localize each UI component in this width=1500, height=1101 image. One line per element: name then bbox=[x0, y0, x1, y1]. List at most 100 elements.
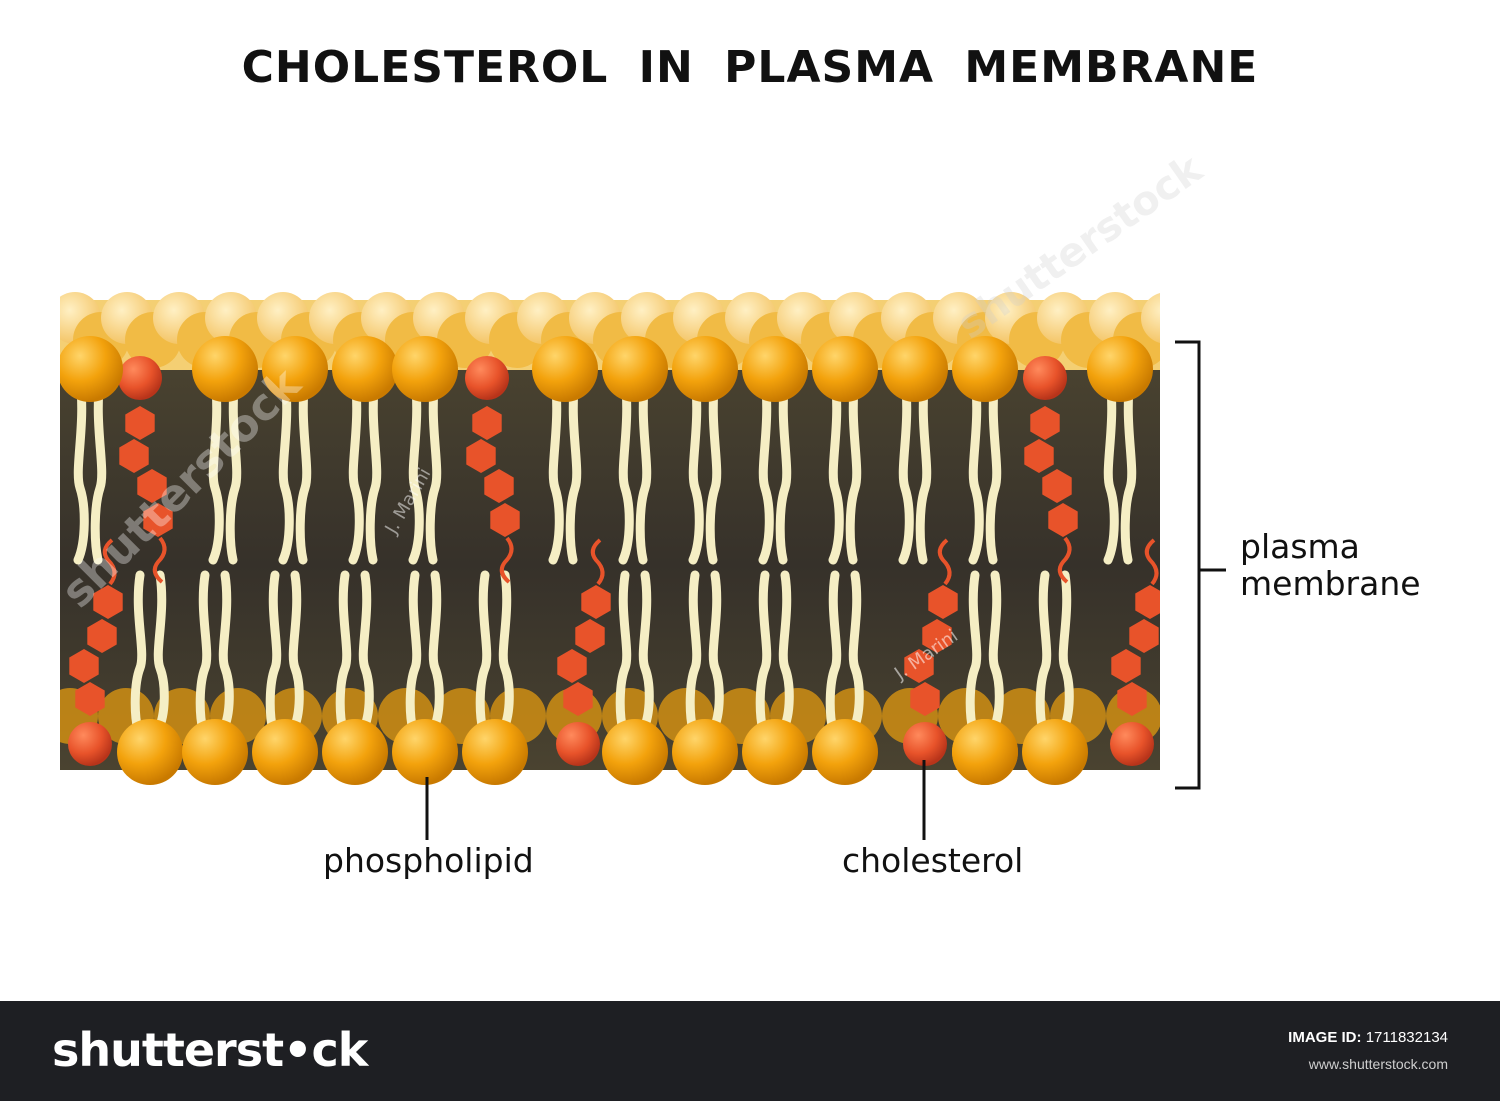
tail bbox=[755, 570, 772, 735]
steroid-ring bbox=[466, 439, 496, 473]
tail bbox=[828, 375, 844, 565]
tail bbox=[405, 570, 422, 735]
steroid-ring bbox=[1111, 649, 1141, 683]
lower-leaflet-tails bbox=[130, 570, 1074, 735]
tail bbox=[778, 570, 794, 735]
tail bbox=[685, 570, 702, 735]
tail bbox=[915, 375, 932, 565]
cholesterol-head bbox=[556, 722, 600, 766]
tail bbox=[73, 375, 89, 565]
tail bbox=[130, 570, 147, 735]
steroid-ring bbox=[1129, 619, 1159, 653]
cholesterol-molecule bbox=[903, 538, 958, 766]
cholesterol-head bbox=[1110, 722, 1154, 766]
cholesterol-molecule bbox=[1023, 356, 1078, 584]
phospholipid-head bbox=[322, 719, 388, 785]
upper-phospholipid-heads bbox=[60, 336, 1153, 402]
cholesterol-tail bbox=[102, 538, 117, 586]
phospholipid-head bbox=[192, 336, 258, 402]
tail bbox=[638, 570, 654, 735]
tail bbox=[848, 570, 864, 735]
steroid-ring bbox=[69, 649, 99, 683]
steroid-ring bbox=[1024, 439, 1054, 473]
steroid-ring bbox=[119, 439, 149, 473]
tail bbox=[428, 570, 444, 735]
image-id: IMAGE ID: 1711832134 bbox=[1288, 1029, 1448, 1046]
tail bbox=[475, 570, 492, 735]
phospholipid-head bbox=[602, 336, 668, 402]
steroid-ring bbox=[137, 469, 167, 503]
cholesterol-head bbox=[465, 356, 509, 400]
tail bbox=[288, 570, 304, 735]
tail bbox=[988, 570, 1004, 735]
phospholipid-label: phospholipid bbox=[323, 841, 534, 880]
tail bbox=[1035, 570, 1052, 735]
tail bbox=[1058, 570, 1074, 735]
phospholipid-head bbox=[1087, 336, 1153, 402]
phospholipid-head bbox=[252, 719, 318, 785]
page-title: CHOLESTEROL IN PLASMA MEMBRANE bbox=[241, 42, 1259, 93]
plasma-membrane-label-line2: membrane bbox=[1240, 564, 1421, 603]
cholesterol-molecules bbox=[68, 356, 1160, 766]
cholesterol-tail bbox=[499, 536, 514, 584]
steroid-ring bbox=[143, 503, 173, 537]
steroid-ring bbox=[910, 682, 940, 716]
phospholipid-head bbox=[742, 719, 808, 785]
back-head bbox=[1141, 292, 1160, 344]
image-id-value: 1711832134 bbox=[1365, 1029, 1448, 1046]
phospholipid-head bbox=[392, 719, 458, 785]
cholesterol-molecule bbox=[68, 538, 123, 766]
tail bbox=[498, 570, 514, 735]
tail bbox=[985, 375, 1002, 565]
tail bbox=[1120, 375, 1137, 565]
tail bbox=[615, 570, 632, 735]
back-head bbox=[1165, 312, 1221, 368]
membrane-diagram: J. Marini J. Marini shutterstock shutter… bbox=[60, 145, 1226, 840]
phospholipid-head bbox=[812, 336, 878, 402]
steroid-ring bbox=[1042, 469, 1072, 503]
cholesterol-tail bbox=[1057, 536, 1072, 584]
phospholipid-head bbox=[672, 719, 738, 785]
tail bbox=[358, 570, 374, 735]
cholesterol-head bbox=[68, 722, 112, 766]
tail bbox=[965, 570, 982, 735]
tail bbox=[225, 375, 242, 565]
tail bbox=[365, 375, 382, 565]
membrane-bracket bbox=[1175, 340, 1226, 790]
steroid-ring bbox=[93, 585, 123, 619]
tail bbox=[295, 375, 312, 565]
lower-phospholipid-heads bbox=[117, 719, 1088, 785]
tail bbox=[775, 375, 792, 565]
steroid-ring bbox=[484, 469, 514, 503]
steroid-ring bbox=[928, 585, 958, 619]
tail bbox=[705, 375, 722, 565]
plasma-membrane-label-line1: plasma bbox=[1240, 527, 1360, 566]
tail bbox=[218, 570, 234, 735]
tail bbox=[265, 570, 282, 735]
cholesterol-tail bbox=[1144, 538, 1159, 586]
cholesterol-molecule bbox=[465, 356, 520, 584]
tail bbox=[968, 375, 984, 565]
steroid-ring bbox=[557, 649, 587, 683]
phospholipid-head bbox=[332, 336, 398, 402]
tail bbox=[208, 375, 224, 565]
steroid-ring bbox=[1030, 406, 1060, 440]
tail bbox=[898, 375, 914, 565]
tail bbox=[348, 375, 364, 565]
steroid-ring bbox=[922, 619, 952, 653]
cholesterol-head bbox=[1023, 356, 1067, 400]
tail bbox=[278, 375, 294, 565]
phospholipid-head bbox=[182, 719, 248, 785]
cholesterol-molecule bbox=[556, 538, 611, 766]
tail bbox=[425, 375, 442, 565]
brand-logo: shutterst•ck bbox=[52, 1023, 368, 1077]
steroid-ring bbox=[581, 585, 611, 619]
steroid-ring bbox=[575, 619, 605, 653]
tail bbox=[408, 375, 424, 565]
cholesterol-tail bbox=[590, 538, 605, 586]
steroid-ring bbox=[563, 682, 593, 716]
footer-bar: shutterst•ck IMAGE ID: 1711832134 www.sh… bbox=[0, 1001, 1500, 1101]
phospholipid-head bbox=[812, 719, 878, 785]
tail bbox=[335, 570, 352, 735]
tail bbox=[90, 375, 107, 565]
